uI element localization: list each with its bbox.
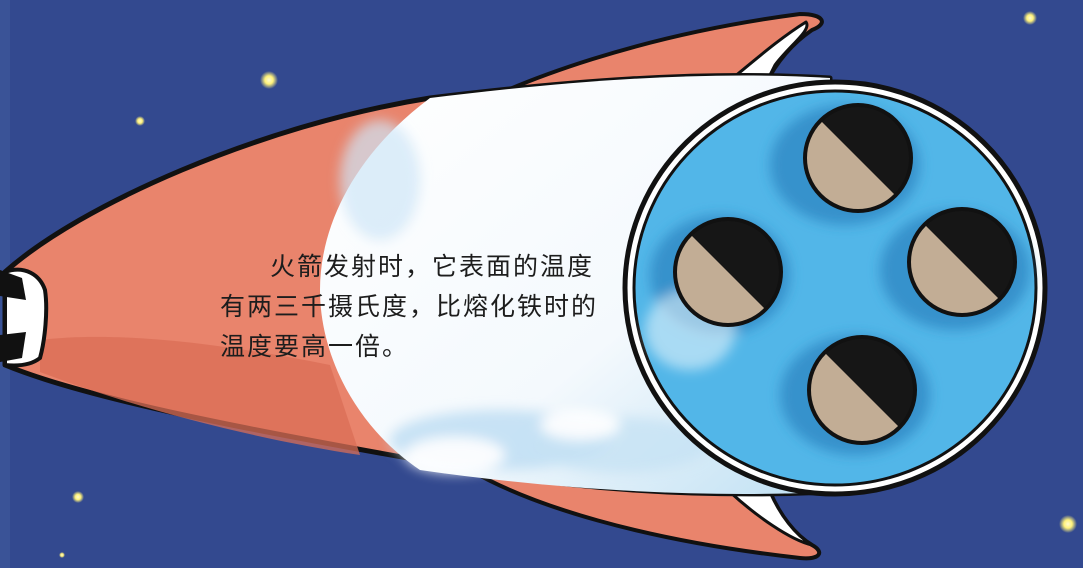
nozzle-right: [907, 207, 1017, 317]
upper-fin-tip: [726, 20, 809, 87]
star: [1059, 515, 1077, 533]
star: [59, 552, 65, 558]
star: [260, 71, 278, 89]
star: [72, 491, 84, 503]
nozzles: [673, 103, 1017, 445]
nozzle-top: [803, 103, 913, 213]
star: [135, 116, 145, 126]
cloud-shading: [340, 120, 710, 473]
hull-shadow: [40, 336, 360, 455]
nozzle-bottom: [807, 335, 917, 445]
star: [1023, 11, 1037, 25]
nose-tip-dark: [0, 332, 26, 362]
stars: [59, 11, 1077, 558]
nozzle-left: [673, 217, 783, 327]
lower-fin-tip: [728, 490, 814, 547]
nozzle-plate: [632, 89, 1038, 487]
nose-tip-dark: [0, 270, 26, 300]
caption-text: 火箭发射时，它表面的温度有两三千摄氏度，比熔化铁时的温度要高一倍。: [220, 252, 599, 361]
